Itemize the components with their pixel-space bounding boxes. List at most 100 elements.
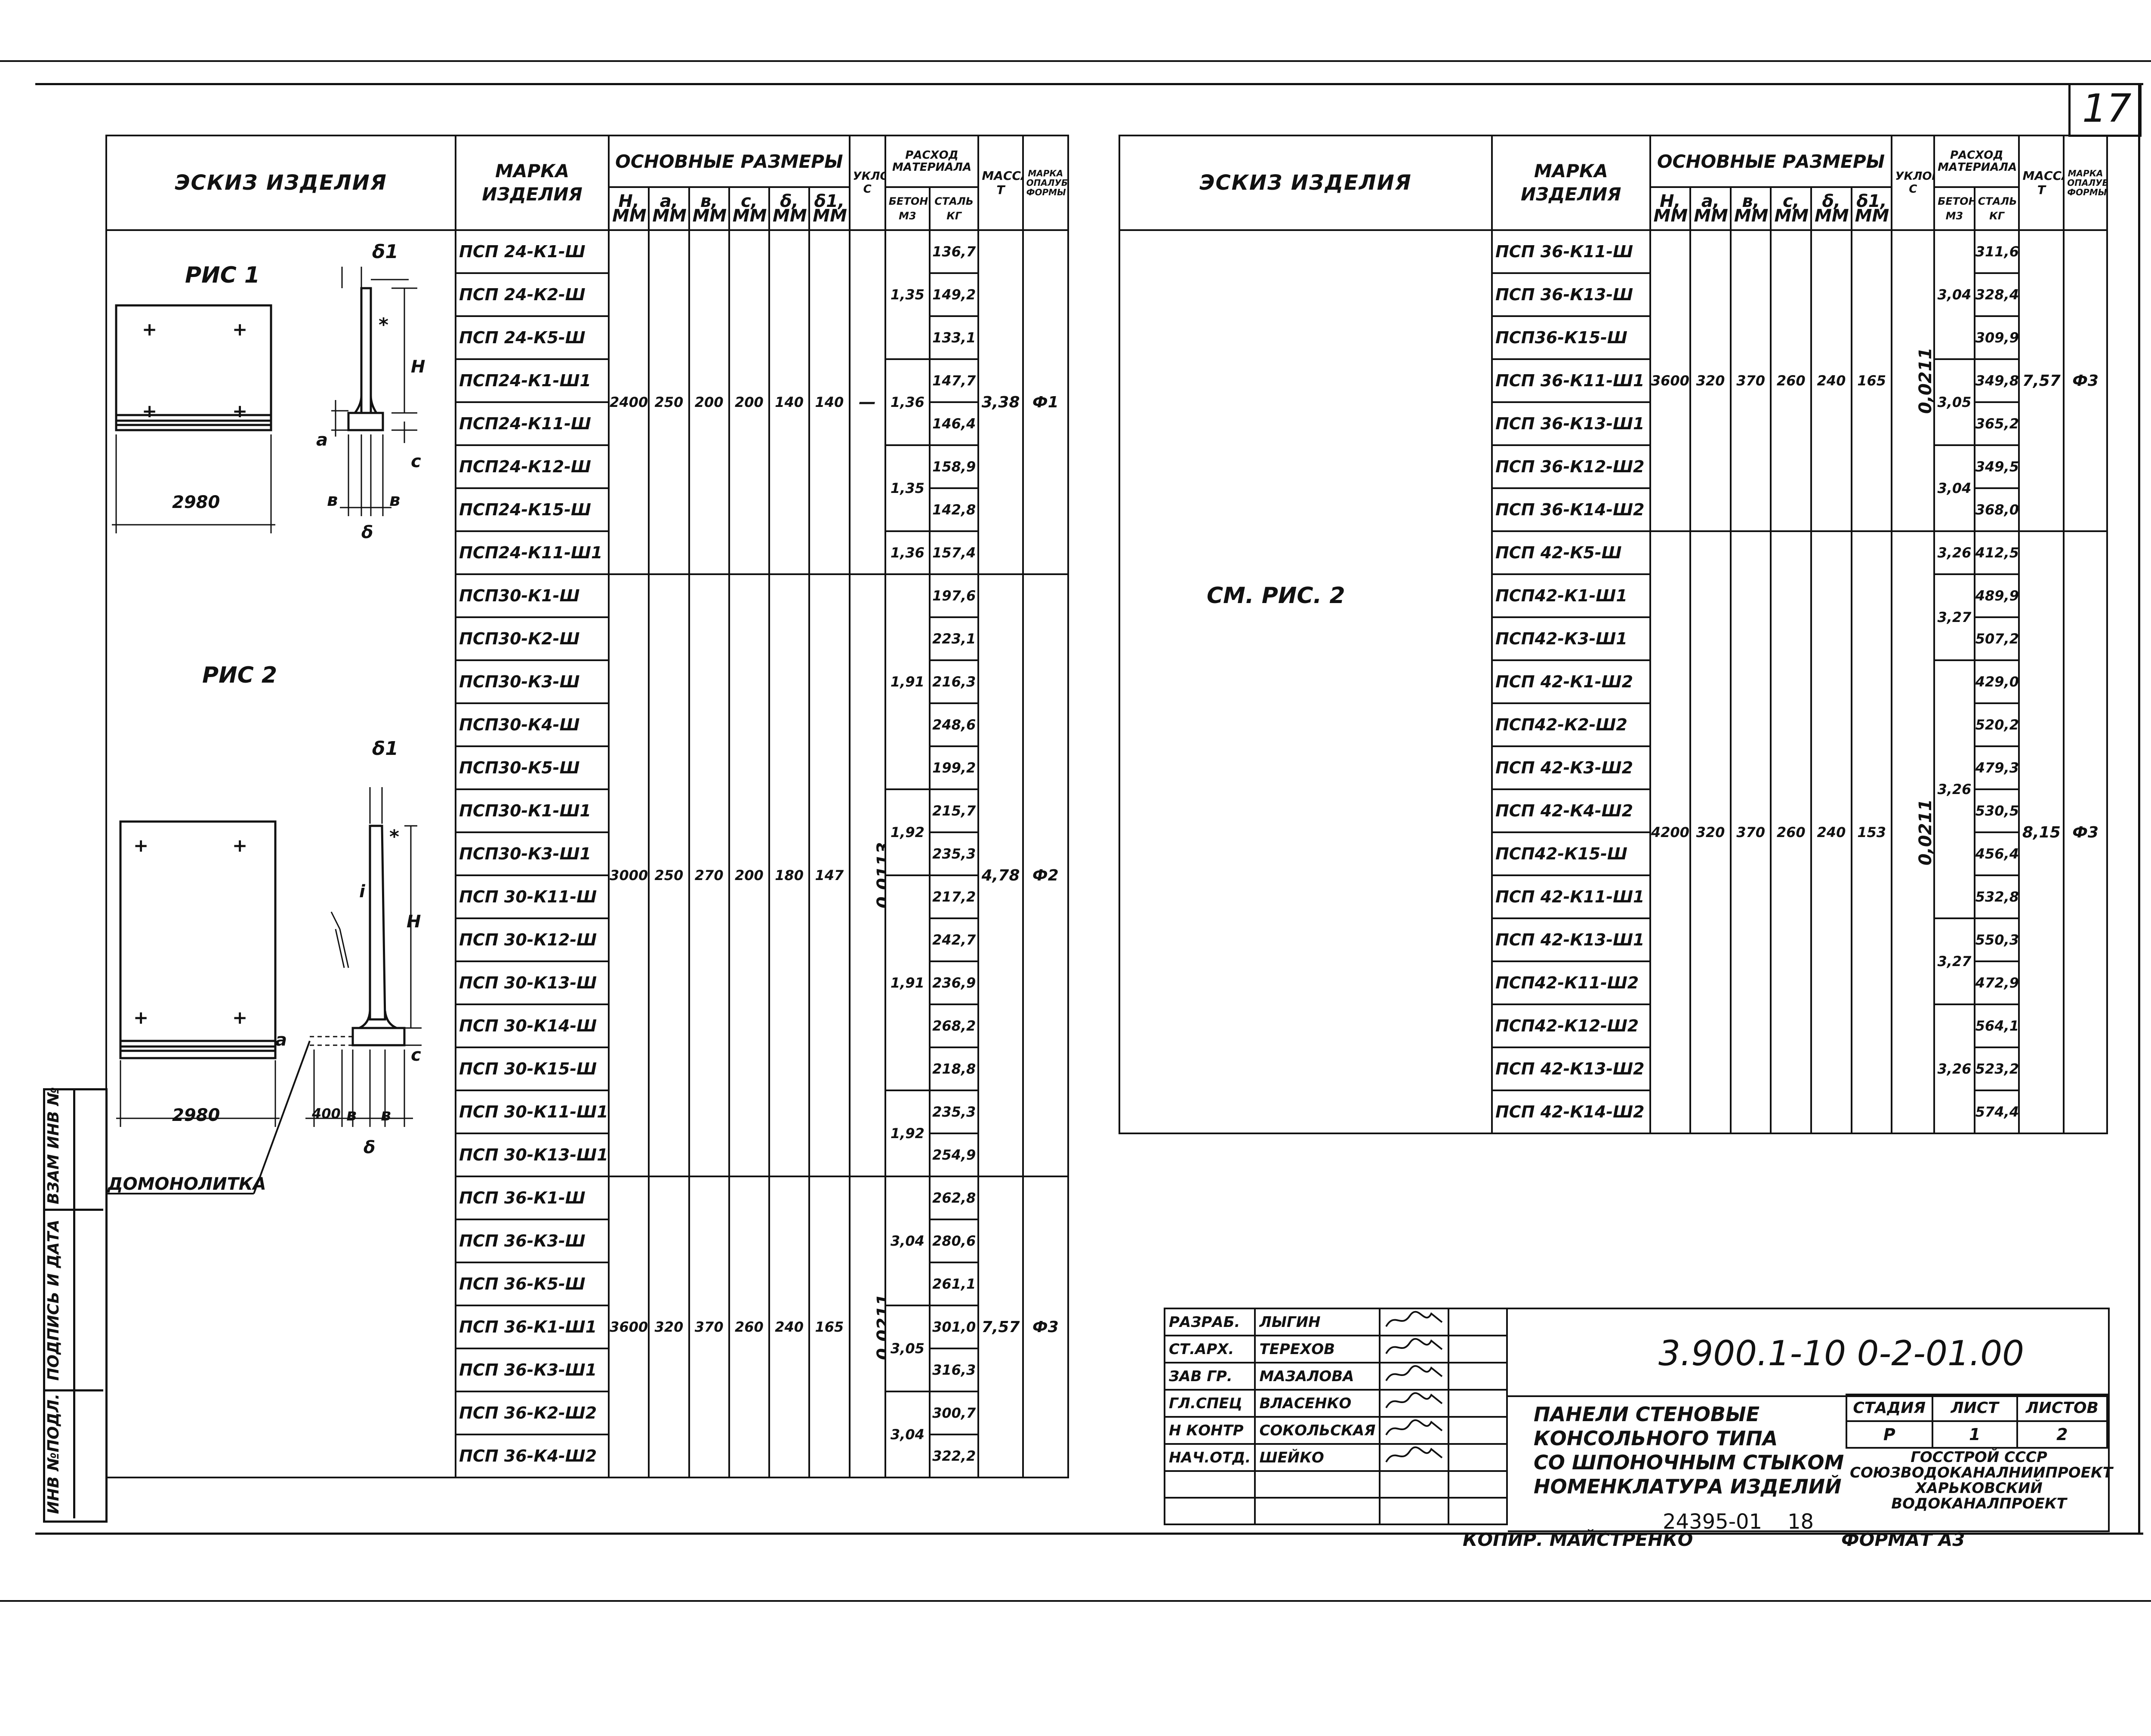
date-cell [1448, 1389, 1508, 1418]
mark-cell: ПСП24-К1-Ш1 [455, 358, 610, 403]
concrete-cell: 1,91 [884, 573, 931, 790]
sheet-label: ЛИСТ [1931, 1394, 2018, 1422]
mark-cell: ПСП 36-К3-Ш [455, 1219, 610, 1263]
dim-a-cell: 320 [648, 1176, 690, 1478]
col-c-header: с, ММ [728, 186, 770, 231]
plus-mark: + [232, 1007, 247, 1028]
panel-elevation-1 [115, 304, 272, 431]
role-name: ВЛАСЕНКО [1254, 1389, 1381, 1418]
steel-cell: 158,9 [929, 444, 980, 489]
steel-cell: 309,9 [1973, 315, 2020, 360]
role-label: ЗАВ ГР. [1163, 1362, 1256, 1391]
mark-cell: ПСП 36-К4-Ш2 [455, 1434, 610, 1478]
dim-c-cell: 260 [1770, 530, 1812, 1134]
mark-cell: ПСП30-К3-Ш [455, 659, 610, 704]
mass-cell: 8,15 [2018, 530, 2065, 1134]
dim-H-cell: 3000 [608, 573, 650, 1177]
signature-cell [1379, 1308, 1450, 1336]
slope-cell: 0,0211 [1891, 229, 1935, 532]
dim-b-cell: 370 [1729, 229, 1772, 532]
steel-cell: 456,4 [1973, 831, 2020, 876]
plus-mark: + [232, 319, 247, 340]
steel-cell: 507,2 [1973, 616, 2020, 661]
bottom-rule [0, 1600, 2151, 1602]
steel-cell: 262,8 [929, 1176, 980, 1220]
form-cell: Ф1 [1022, 229, 1069, 575]
role-label: НАЧ.ОТД. [1163, 1443, 1256, 1472]
mark-cell: ПСП 36-К13-Ш1 [1491, 401, 1651, 446]
concrete-cell: 1,36 [884, 530, 931, 575]
col-d1-header: δ1, ММ [808, 186, 851, 231]
stage-value: Р [1846, 1420, 1933, 1449]
frame-top [35, 83, 2143, 85]
role-name: МАЗАЛОВА [1254, 1362, 1381, 1391]
dim-b-2a: в [346, 1105, 357, 1124]
slope-cell: 0,0113 [848, 573, 886, 1177]
col-h-header: Н, ММ [1649, 186, 1692, 231]
steel-cell: 349,5 [1973, 444, 2020, 489]
main-sizes-header: ОСНОВНЫЕ РАЗМЕРЫ [1649, 135, 1893, 188]
sketch-cell [105, 229, 457, 1478]
concrete-header: БЕТОН М3 [1933, 186, 1975, 231]
panel-elevation-2 [119, 820, 277, 1059]
mark-cell: ПСП30-К1-Ш1 [455, 788, 610, 833]
mark-cell: ПСП 36-К11-Ш [1491, 229, 1651, 274]
archive-sheet: 18 [1787, 1510, 1814, 1534]
role-label: Н КОНТР [1163, 1416, 1256, 1445]
steel-cell: 146,4 [929, 401, 980, 446]
steel-cell: 280,6 [929, 1219, 980, 1263]
form-cell: Ф3 [2063, 530, 2108, 1134]
blank-cell [1448, 1470, 1508, 1499]
margin-col [73, 1088, 75, 1518]
dim-a-cell: 250 [648, 229, 690, 575]
signature-scribble [1385, 1338, 1443, 1354]
steel-cell: 301,0 [929, 1305, 980, 1349]
mark-cell: ПСП 30-К13-Ш [455, 960, 610, 1005]
concrete-cell: 3,05 [884, 1305, 931, 1392]
role-label: СТ.АРХ. [1163, 1335, 1256, 1364]
steel-cell: 261,1 [929, 1262, 980, 1306]
mark-cell: ПСП42-К3-Ш1 [1491, 616, 1651, 661]
blank-cell [1379, 1497, 1450, 1525]
dim-c-cell: 260 [728, 1176, 770, 1478]
figure-2-label: РИС 2 [202, 662, 277, 688]
mark-cell: ПСП 36-К14-Ш2 [1491, 487, 1651, 532]
format-label: ФОРМАТ А3 [1841, 1529, 1965, 1550]
mark-cell: ПСП 30-К11-Ш1 [455, 1090, 610, 1134]
steel-cell: 368,0 [1973, 487, 2020, 532]
figure-2-sketch: ++ ++ [108, 787, 422, 1194]
code-cell [1508, 1308, 2110, 1397]
mark-cell: ПСП 36-К1-Ш1 [455, 1305, 610, 1349]
main-sizes-header: ОСНОВНЫЕ РАЗМЕРЫ [608, 135, 851, 188]
slope-value: 0,0211 [1916, 799, 1935, 866]
mark-cell: ПСП 36-К2-Ш2 [455, 1391, 610, 1435]
concrete-cell: 1,92 [884, 1090, 931, 1177]
signature-scribble [1385, 1446, 1443, 1463]
concrete-cell: 1,36 [884, 358, 931, 446]
mark-cell: ПСП 30-К12-Ш [455, 917, 610, 962]
steel-cell: 218,8 [929, 1047, 980, 1091]
figure-1-sketch: ++ ++ [112, 267, 417, 533]
steel-cell: 365,2 [1973, 401, 2020, 446]
table-row: ПСП 36-К13-Ш1 365,2 [1119, 401, 2107, 446]
steel-cell: 248,6 [929, 702, 980, 747]
steel-cell: 133,1 [929, 315, 980, 360]
role-name: СОКОЛЬСКАЯ [1254, 1416, 1381, 1445]
role-row: РАЗРАБ.ЛЫГИН [1163, 1308, 1508, 1336]
